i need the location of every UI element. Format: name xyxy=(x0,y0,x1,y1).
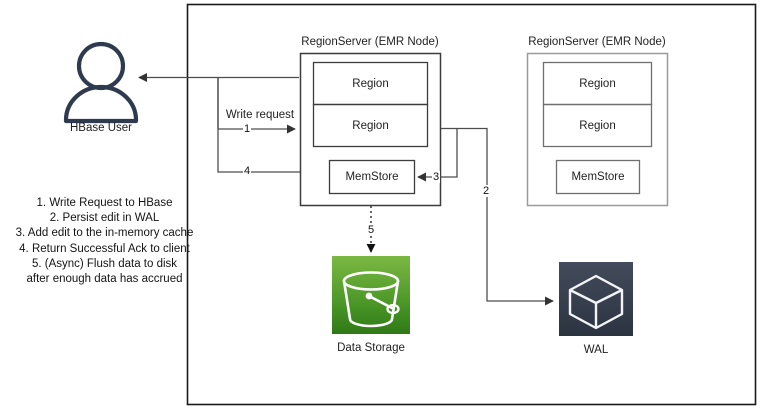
user-icon xyxy=(63,41,139,124)
edge-number-3: 3 xyxy=(432,171,441,183)
wal-label: WAL xyxy=(583,344,609,356)
edge-number-5: 5 xyxy=(367,224,376,236)
s3-bucket-icon xyxy=(332,256,410,334)
memstore-left: MemStore xyxy=(345,171,399,183)
actor-label: HBase User xyxy=(70,122,132,134)
memstore-right: MemStore xyxy=(571,171,625,183)
region-server-left-title: RegionServer (EMR Node) xyxy=(301,36,439,48)
edge-number-1: 1 xyxy=(243,123,252,135)
region-right-2: Region xyxy=(579,119,616,132)
data-storage-label: Data Storage xyxy=(337,342,405,354)
legend-line-2: 2. Persist edit in WAL xyxy=(49,212,160,225)
edge-number-2: 2 xyxy=(482,185,491,197)
legend-line-3: 3. Add edit to the in-memory cache xyxy=(15,227,194,240)
edge-number-4: 4 xyxy=(243,165,252,177)
region-left-2: Region xyxy=(352,119,389,132)
region-left-1: Region xyxy=(352,77,389,90)
outer-container xyxy=(186,3,757,406)
cube-icon xyxy=(559,262,633,336)
write-request-label: Write request xyxy=(225,109,295,121)
edge-2-persist-wal xyxy=(441,127,554,306)
region-server-right-title: RegionServer (EMR Node) xyxy=(528,36,666,48)
legend-line-5: 5. (Async) Flush data to disk xyxy=(31,257,178,270)
legend-line-4: 4. Return Successful Ack to client xyxy=(19,242,190,255)
legend-line-1: 1. Write Request to HBase xyxy=(36,197,173,209)
edge-3-memstore xyxy=(417,128,458,182)
edge-4-ack xyxy=(138,72,300,173)
region-right-1: Region xyxy=(579,77,616,90)
legend-steps: 1. Write Request to HBase 2. Persist edi… xyxy=(2,196,207,287)
region-server-left-shapes xyxy=(299,52,442,207)
legend-line-6: after enough data has accrued xyxy=(26,273,183,286)
region-server-right-shapes xyxy=(526,52,669,207)
